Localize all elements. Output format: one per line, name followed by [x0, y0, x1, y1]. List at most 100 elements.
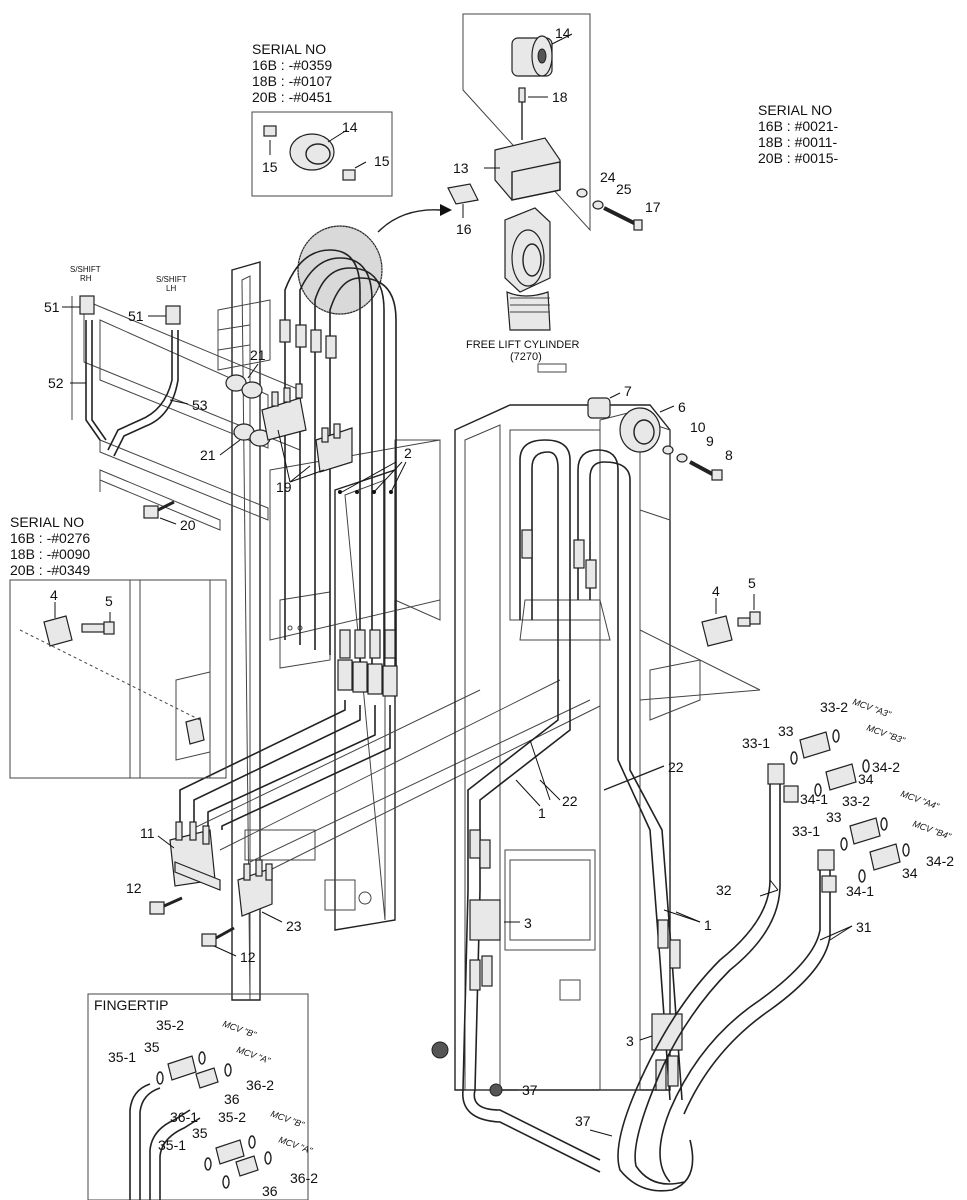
callout: 22: [668, 759, 684, 775]
callout: 34: [902, 865, 918, 881]
callout: 36-2: [246, 1077, 274, 1093]
callout: 14: [342, 119, 358, 135]
mcv-tag: MCV "B": [221, 1018, 258, 1040]
callout: 13: [453, 160, 469, 176]
callout: 11: [140, 825, 155, 841]
serial-title-roller: SERIAL NO: [252, 41, 326, 57]
front-mast: [431, 404, 761, 1091]
mcv-tag: MCV "A": [277, 1134, 314, 1156]
callout: 35-2: [156, 1017, 184, 1033]
callout: 1: [704, 917, 712, 933]
serial-line: 20B : -#0349: [10, 562, 90, 578]
callout: 36: [224, 1091, 240, 1107]
mcv-tag: MCV "B3": [865, 722, 907, 745]
callout: 35-1: [108, 1049, 136, 1065]
callout: 36: [262, 1183, 278, 1199]
callout: 21: [250, 347, 266, 363]
mcv-tag: MCV "A3": [851, 696, 893, 719]
callout: 4: [712, 583, 720, 599]
fingertip-inset: FINGERTIP 35-2 35 35-1 36 36-1 36-2 35-2…: [87, 993, 318, 1200]
callout: 1: [538, 805, 546, 821]
sshift-rh-label: RH: [80, 274, 92, 283]
callout: 2: [404, 445, 412, 461]
mcv-fittings-lower: 33-2 33 33-1 34 34-2 34-1 MCV "A4" MCV "…: [792, 788, 954, 899]
sshift-lh-label: S/SHIFT: [156, 275, 187, 284]
callout: 21: [200, 447, 216, 463]
callout: 8: [725, 447, 733, 463]
callout: 17: [645, 199, 661, 215]
fittings-19-21: 21 21 19 20: [143, 347, 353, 533]
callout: 35-1: [158, 1137, 186, 1153]
side-shift-frame: [71, 296, 301, 531]
callout: 35-2: [218, 1109, 246, 1125]
cross-hoses: [179, 679, 601, 877]
callout: 34-2: [872, 759, 900, 775]
mcv-tag: MCV "A": [235, 1044, 272, 1066]
callout: 12: [126, 880, 142, 896]
callout: 5: [748, 575, 756, 591]
callout: 33-1: [792, 823, 820, 839]
serial-line: 16B : #0021-: [758, 118, 839, 134]
serial-line: 16B : -#0359: [252, 57, 332, 73]
callout: 10: [690, 419, 706, 435]
serial-line: 18B : -#0090: [10, 546, 90, 562]
serial-line: 16B : -#0276: [10, 530, 90, 546]
top-sheave-assembly: 14 18 13 16 24 25 17 FREE LIFT CYLINDER …: [447, 13, 661, 373]
callout: 35: [192, 1125, 208, 1141]
callout: 9: [706, 433, 714, 449]
direction-arrow: [377, 209, 441, 233]
callout: 37: [522, 1082, 538, 1098]
mcv-hoses-31-32: 32 31: [617, 763, 872, 1192]
free-lift-code: (7270): [510, 351, 542, 363]
mast-roller: 7 6 10 9 8: [587, 383, 733, 481]
callout: 20: [180, 517, 196, 533]
mcv-fittings-upper: 33-2 33 33-1 34 34-2 34-1 MCV "A3" MCV "…: [742, 696, 907, 807]
callout: 51: [128, 308, 144, 324]
callout: 33-2: [820, 699, 848, 715]
callout: 34: [858, 771, 874, 787]
callout: 5: [105, 593, 113, 609]
bracket-serial-inset: SERIAL NO 16B : -#0276 18B : -#0090 20B …: [9, 514, 227, 779]
bolt-12: 12 12: [126, 880, 256, 965]
callout: 34-1: [800, 791, 828, 807]
serial-title-top: SERIAL NO: [758, 102, 832, 118]
side-shift-hoses: S/SHIFT RH S/SHIFT LH 51 51 52 53: [44, 265, 208, 457]
roller-serial-inset: SERIAL NO 16B : -#0359 18B : -#0107 20B …: [251, 41, 393, 197]
callout: 36-2: [290, 1170, 318, 1186]
serial-line: 20B : -#0451: [252, 89, 332, 105]
callout: 7: [624, 383, 632, 399]
mcv-tag: MCV "A4": [899, 788, 941, 811]
callout: 33: [778, 723, 794, 739]
free-lift-cylinder-label: FREE LIFT CYLINDER: [466, 339, 580, 351]
bracket-4-5: 4 5: [701, 575, 761, 647]
callout: 36-1: [170, 1109, 198, 1125]
callout: 34-2: [926, 853, 954, 869]
callout: 22: [562, 793, 578, 809]
callout: 12: [240, 949, 256, 965]
callout: 52: [48, 375, 64, 391]
front-hoses: 3 3 1 1 22 22 37 37: [462, 439, 712, 1173]
callout: 3: [524, 915, 532, 931]
callout: 23: [286, 918, 302, 934]
callout: 33-2: [842, 793, 870, 809]
callout: 33: [826, 809, 842, 825]
callout: 4: [50, 587, 58, 603]
callout: 16: [456, 221, 472, 237]
rear-mast: [217, 261, 441, 1001]
callout: 15: [374, 153, 390, 169]
rear-hoses: 2: [279, 249, 412, 697]
serial-line: 18B : #0011-: [758, 134, 837, 150]
callout: 14: [555, 25, 571, 41]
callout: 37: [575, 1113, 591, 1129]
callout: 19: [276, 479, 292, 495]
fingertip-label: FINGERTIP: [94, 997, 168, 1013]
connector-block-23: 23: [237, 859, 302, 934]
serial-line: 18B : -#0107: [252, 73, 332, 89]
callout: 15: [262, 159, 278, 175]
connector-block-11: 11: [140, 821, 221, 891]
callout: 51: [44, 299, 60, 315]
sshift-rh-label: S/SHIFT: [70, 265, 101, 274]
sshift-lh-label: LH: [166, 284, 176, 293]
callout: 24: [600, 169, 616, 185]
